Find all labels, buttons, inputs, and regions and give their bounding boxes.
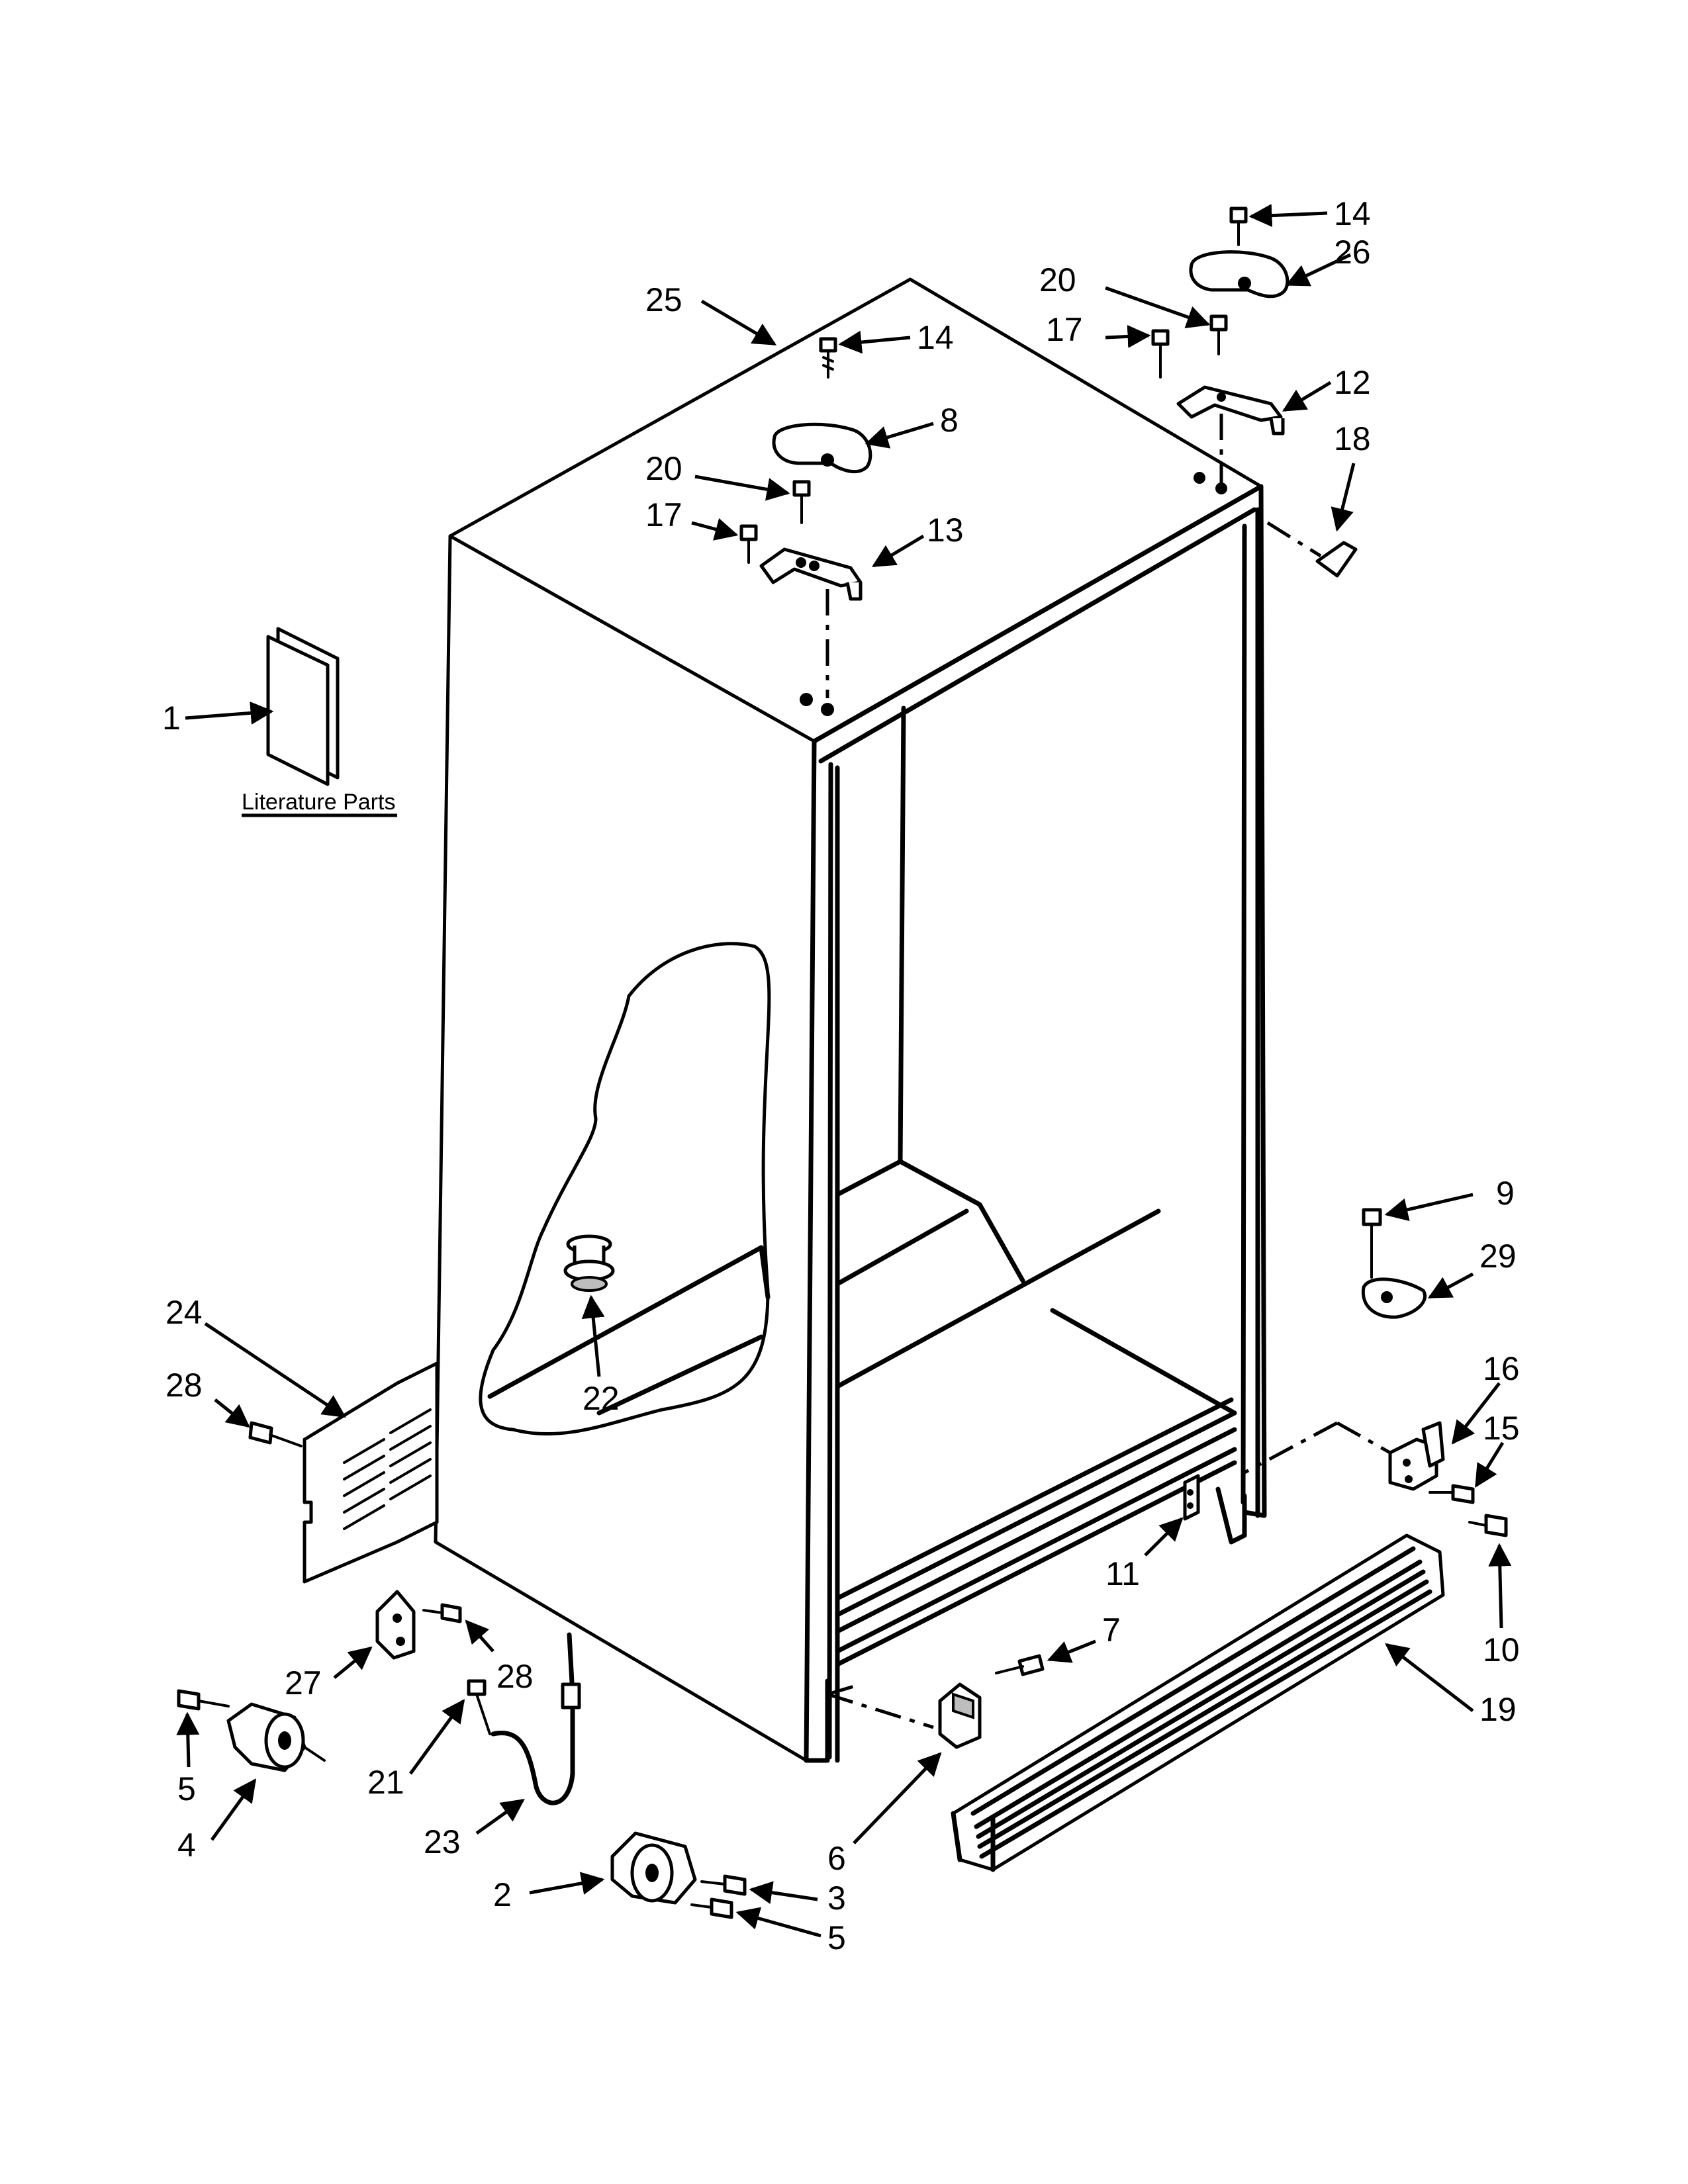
callout-2: 2 bbox=[493, 1876, 512, 1913]
callout-23: 23 bbox=[424, 1823, 461, 1860]
refrigerator-cabinet bbox=[434, 277, 1267, 1763]
leader-lines bbox=[176, 204, 1512, 1938]
screw-5-left bbox=[177, 1689, 230, 1711]
literature-label: Literature Parts bbox=[242, 790, 395, 815]
drain-fitting bbox=[563, 1234, 615, 1292]
screw-17-right bbox=[1151, 329, 1170, 379]
screw-21 bbox=[467, 1679, 491, 1735]
callout-16: 16 bbox=[1483, 1350, 1520, 1387]
callout-11: 11 bbox=[1105, 1555, 1140, 1592]
screw-20-right bbox=[1209, 314, 1228, 355]
callout-20-right: 20 bbox=[1039, 261, 1076, 298]
cutaway-panel bbox=[479, 942, 771, 1436]
callout-4: 4 bbox=[177, 1827, 196, 1864]
lower-right-parts bbox=[1183, 1208, 1508, 1537]
lower-left-parts bbox=[177, 1361, 1045, 1919]
top-hinge-right bbox=[1151, 206, 1358, 578]
callout-25: 25 bbox=[645, 281, 682, 318]
screw-9 bbox=[1362, 1208, 1382, 1279]
callout-26: 26 bbox=[1334, 234, 1371, 271]
callout-1: 1 bbox=[162, 700, 181, 737]
callout-14-right: 14 bbox=[1334, 195, 1371, 232]
callout-6: 6 bbox=[827, 1840, 846, 1877]
screw-28-lower bbox=[422, 1603, 462, 1623]
callout-27: 27 bbox=[285, 1664, 322, 1702]
callout-3: 3 bbox=[827, 1880, 846, 1917]
callout-17-right: 17 bbox=[1046, 311, 1083, 348]
screw-17-left bbox=[739, 524, 758, 564]
screw-28-upper bbox=[248, 1421, 303, 1447]
callout-12: 12 bbox=[1334, 364, 1371, 401]
toe-grille bbox=[951, 1533, 1445, 1872]
screw-14-left bbox=[819, 337, 837, 379]
screw-5-right bbox=[690, 1897, 733, 1919]
callout-17-left: 17 bbox=[645, 496, 682, 533]
callout-18: 18 bbox=[1334, 420, 1371, 457]
callout-14-left: 14 bbox=[917, 319, 954, 356]
callout-5-left: 5 bbox=[177, 1770, 196, 1807]
callout-29: 29 bbox=[1479, 1238, 1517, 1275]
callout-13: 13 bbox=[927, 512, 964, 549]
callout-15: 15 bbox=[1483, 1410, 1520, 1447]
screw-20-left bbox=[792, 480, 811, 524]
callout-9: 9 bbox=[1496, 1175, 1515, 1212]
screw-14-right bbox=[1229, 206, 1248, 246]
screw-3 bbox=[700, 1874, 747, 1896]
callout-20-left: 20 bbox=[645, 450, 682, 487]
screw-15 bbox=[1429, 1484, 1475, 1504]
callout-28-upper: 28 bbox=[165, 1367, 203, 1404]
callout-8: 8 bbox=[940, 402, 959, 439]
callout-22: 22 bbox=[583, 1380, 620, 1417]
callout-24: 24 bbox=[165, 1294, 203, 1331]
callout-19: 19 bbox=[1479, 1691, 1517, 1728]
callout-7: 7 bbox=[1102, 1612, 1121, 1649]
literature-parts: Literature Parts bbox=[242, 627, 397, 817]
callout-5-right: 5 bbox=[827, 1919, 846, 1956]
top-hinge-left bbox=[739, 337, 872, 716]
callout-10: 10 bbox=[1483, 1631, 1520, 1668]
screw-7 bbox=[995, 1654, 1045, 1676]
screw-10 bbox=[1468, 1514, 1508, 1537]
callout-21: 21 bbox=[367, 1764, 404, 1801]
callout-labels: 1 25 14 8 20 17 13 14 26 20 17 12 18 9 2… bbox=[162, 195, 1520, 1956]
callout-28-lower: 28 bbox=[496, 1658, 534, 1695]
